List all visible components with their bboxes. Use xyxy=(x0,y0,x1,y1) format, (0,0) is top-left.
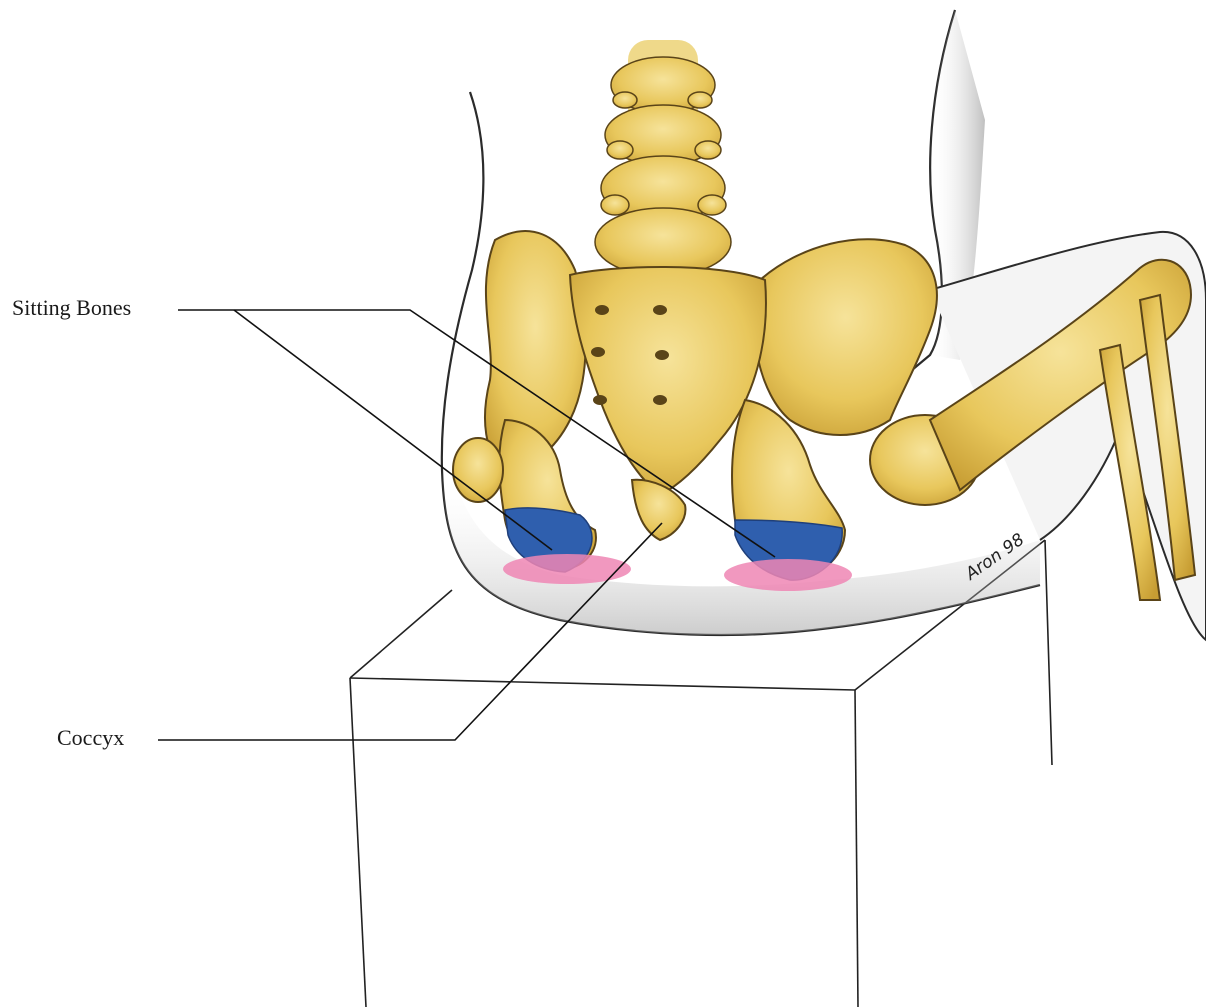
coccyx-label: Coccyx xyxy=(57,727,124,749)
sitting-bones-label: Sitting Bones xyxy=(12,297,131,319)
lumbar-spine xyxy=(595,40,731,276)
